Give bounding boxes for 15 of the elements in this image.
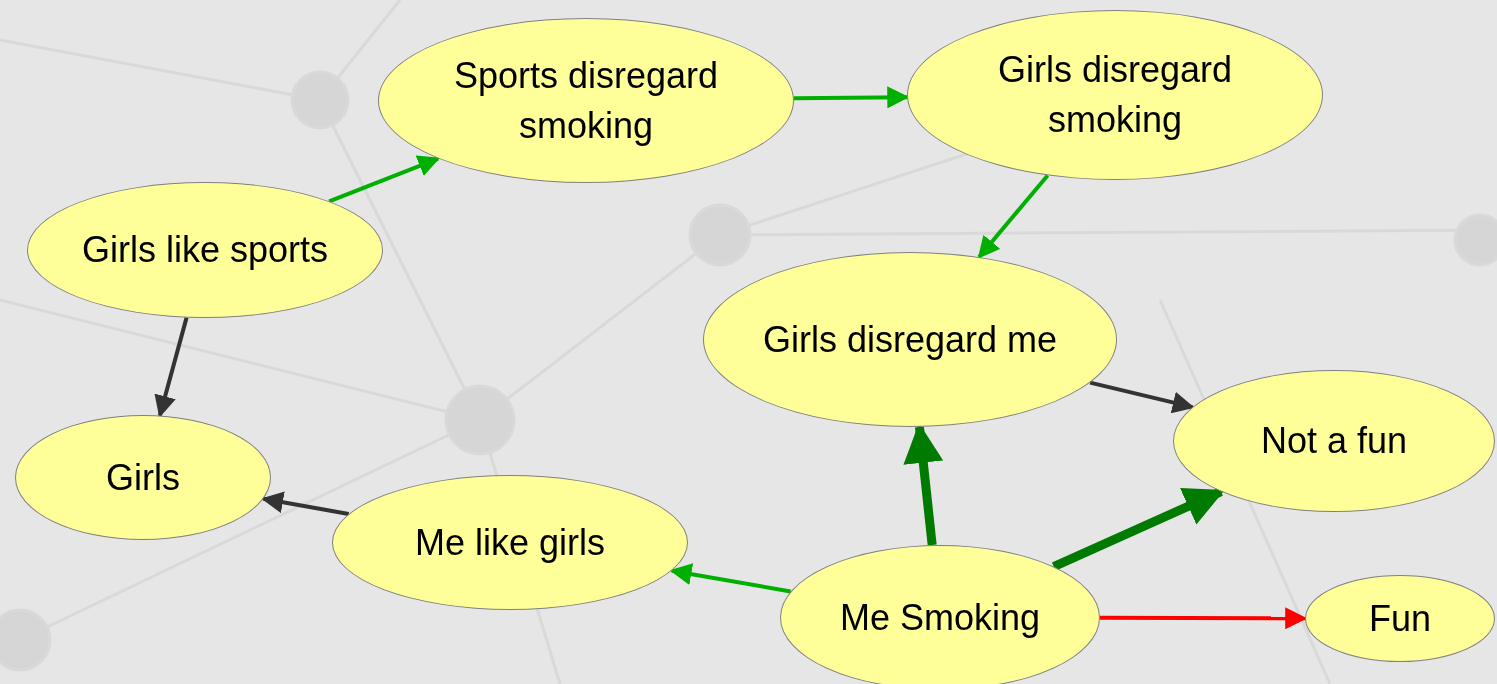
arrow	[328, 155, 441, 204]
arrow	[977, 174, 1050, 259]
node-label: Girls disregard smoking	[996, 48, 1234, 142]
node-label: Me Smoking	[838, 595, 1042, 640]
node-label: Not a fun	[1259, 419, 1409, 463]
node-label: Me like girls	[413, 520, 606, 565]
node-label: Girls disregard me	[761, 317, 1059, 362]
node-label: Sports disregard smoking	[452, 53, 720, 148]
node-label: Girls like sports	[80, 228, 329, 272]
arrow	[261, 491, 350, 516]
arrow	[1051, 487, 1225, 571]
node-label: Girls	[105, 455, 181, 500]
arrow	[1089, 380, 1195, 414]
node-label: Fun	[1367, 596, 1432, 641]
arrow	[669, 563, 792, 594]
